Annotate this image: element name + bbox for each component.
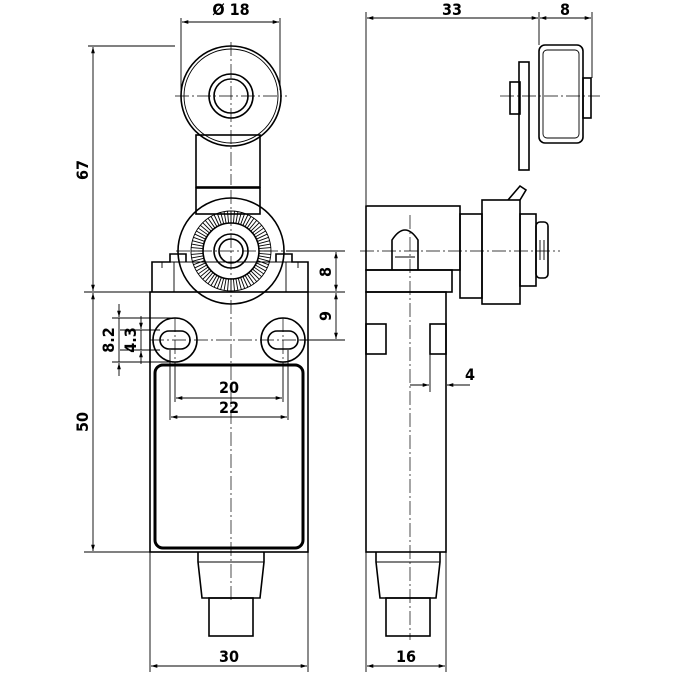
front-view: [149, 42, 310, 637]
dim-body-height-50: 50: [73, 412, 92, 432]
cable-gland-front: [197, 552, 265, 637]
side-view: [360, 44, 600, 640]
dim-body-depth-16: 16: [396, 647, 416, 666]
dim-roller-diameter: Ø 18: [212, 0, 249, 19]
dim-hole-pitch-20: 20: [219, 378, 239, 397]
dim-body-width-30: 30: [219, 647, 239, 666]
dim-depth-total: 33: [442, 0, 462, 19]
dim-height-8: 8: [316, 267, 335, 277]
dim-hole-size-4-3: 4.3: [121, 327, 140, 353]
roller-front: [175, 42, 287, 188]
dim-height-67: 67: [73, 160, 92, 180]
head-flange: [151, 253, 309, 292]
dimension-labels: Ø 18 33 8 67 8 9 8.2 4.3 20 22 50 4 30 1…: [73, 0, 570, 666]
dim-offset-4: 4: [465, 365, 475, 384]
dim-roller-width: 8: [560, 0, 570, 19]
dim-hole-spacing-8-2: 8.2: [99, 327, 118, 353]
dimension-lines: [84, 12, 593, 672]
dim-hole-pitch-22: 22: [219, 398, 239, 417]
roller-side: [500, 44, 600, 171]
dim-height-9: 9: [316, 311, 335, 321]
